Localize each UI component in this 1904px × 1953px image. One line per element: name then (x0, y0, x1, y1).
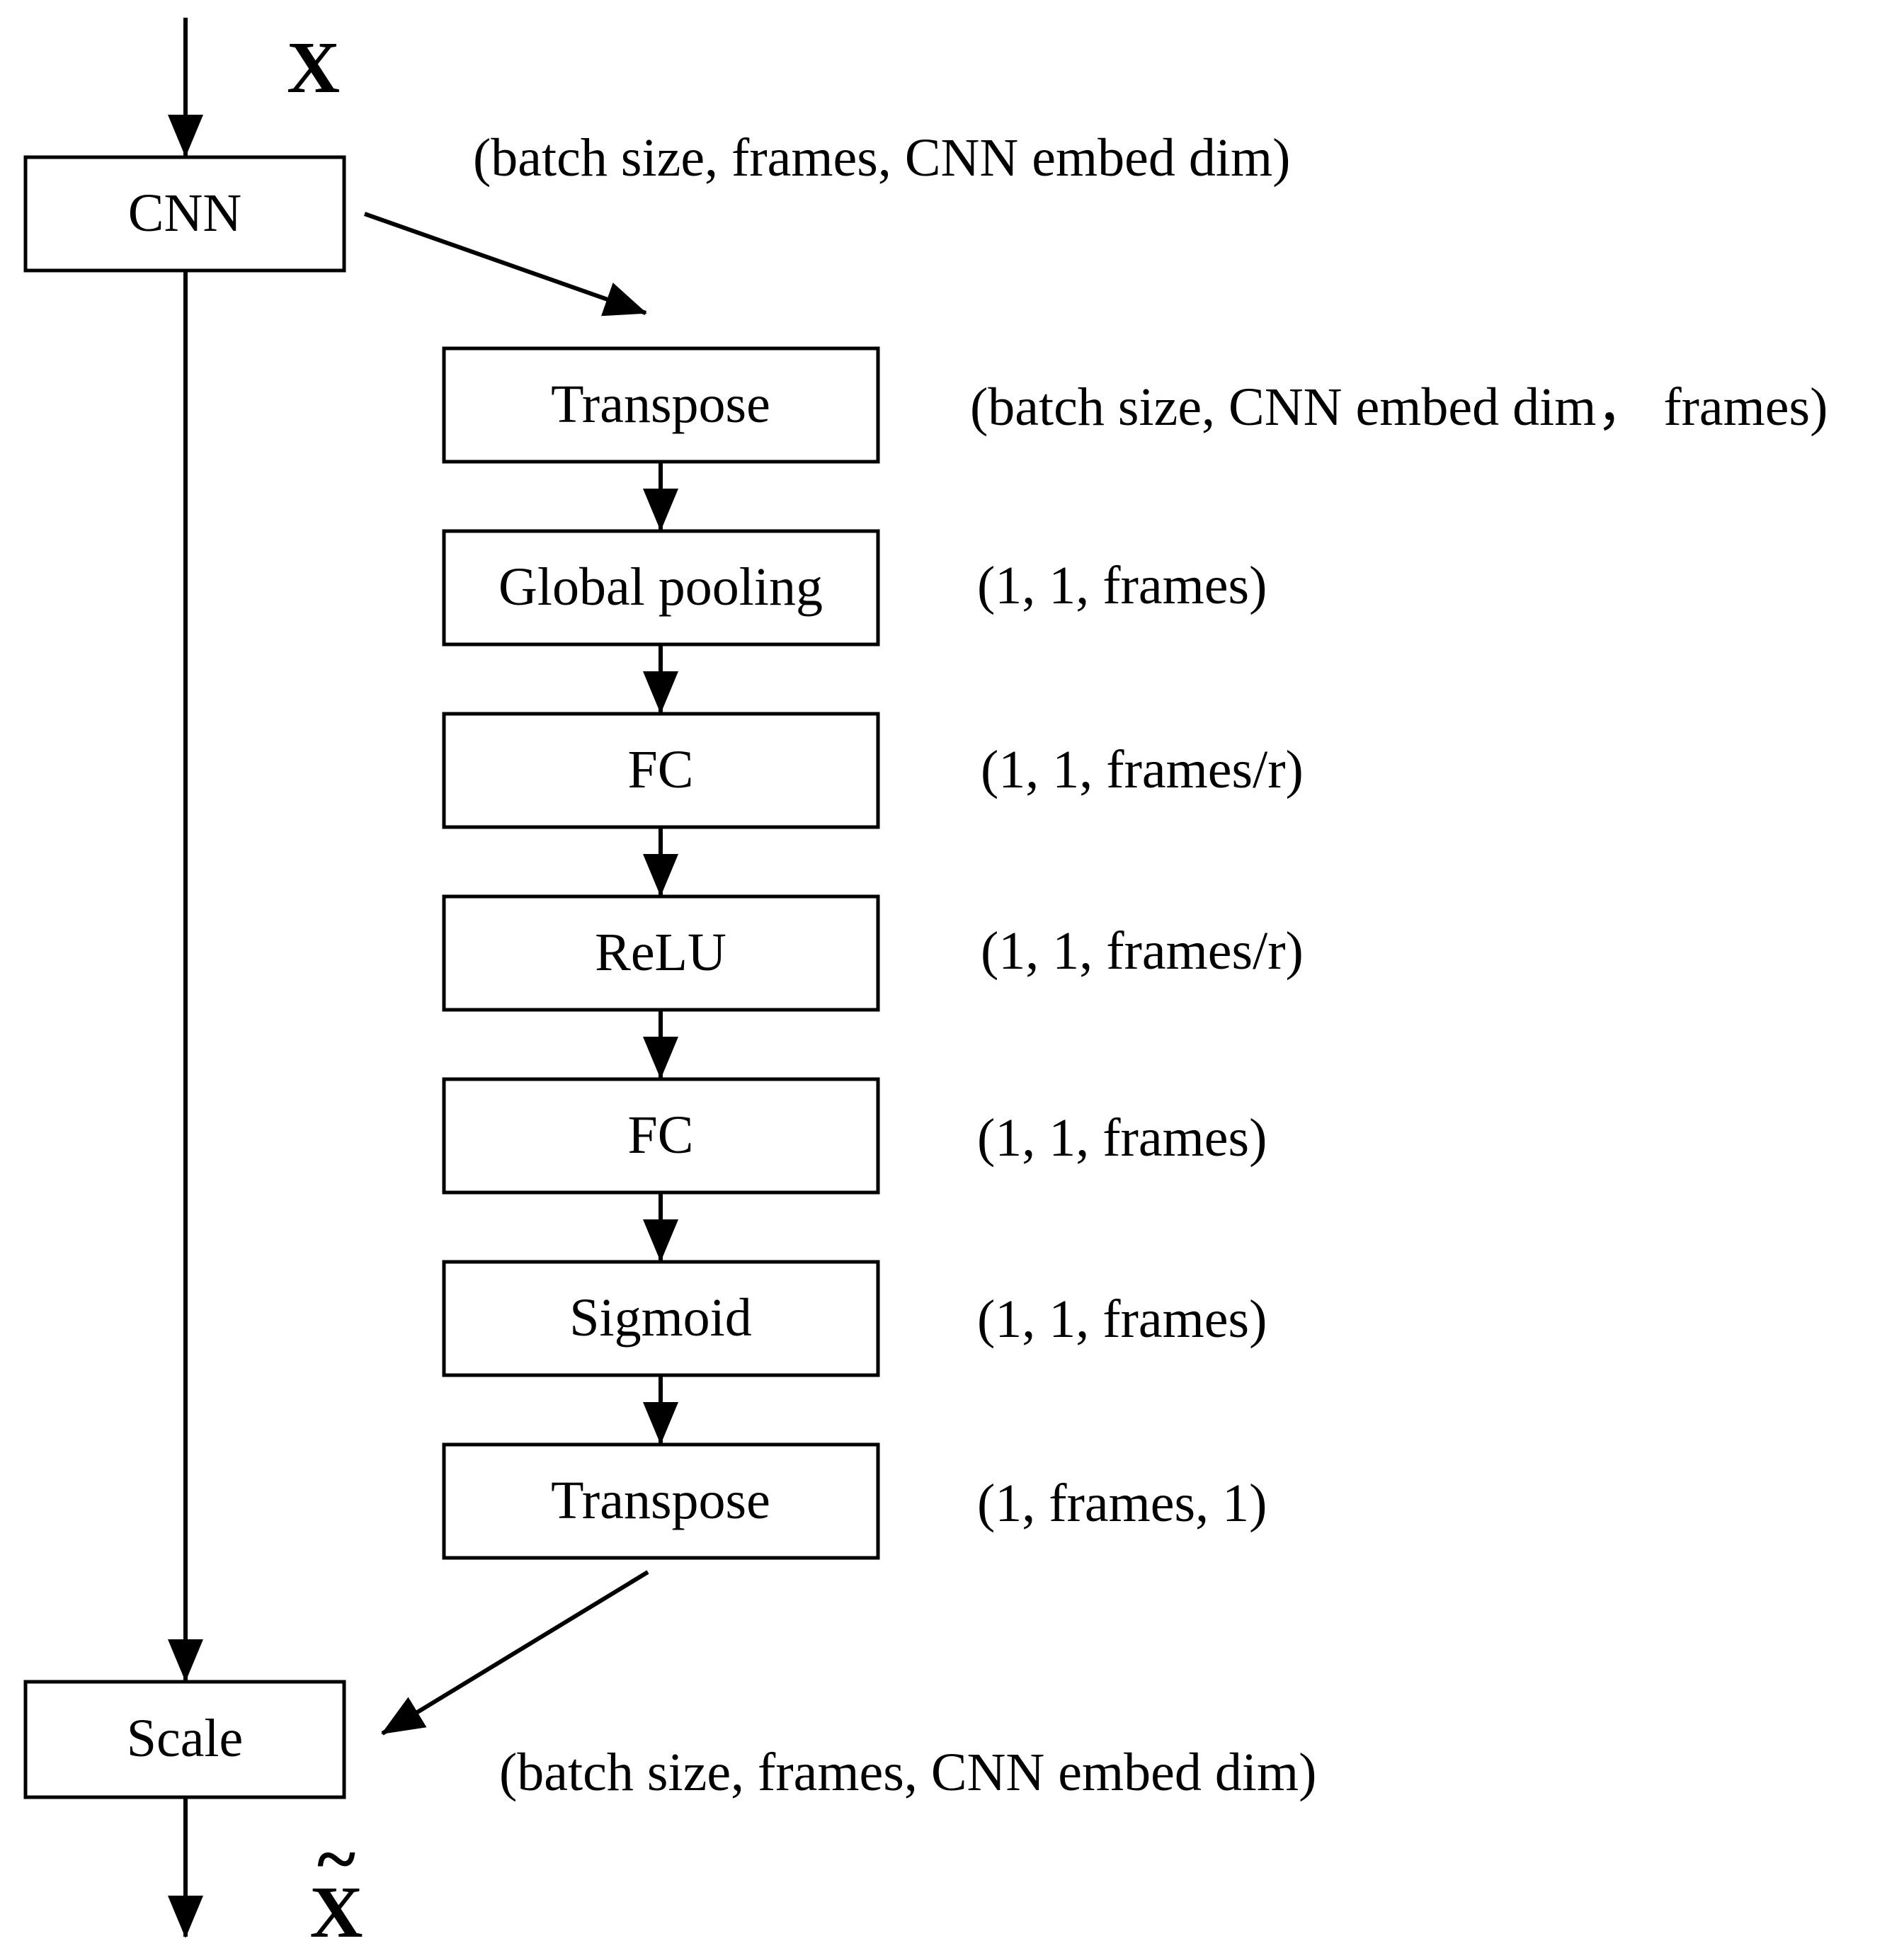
cnn-to-transpose-arrow (364, 212, 647, 317)
fc-1-dims: (1, 1, frames/r) (981, 740, 1304, 799)
fc-2-label: FC (628, 1105, 694, 1165)
transpose-2-dims: (1, frames, 1) (977, 1474, 1267, 1533)
relu-label: ReLU (595, 923, 726, 982)
fc-1-label: FC (628, 740, 694, 799)
scale-out-dims: (batch size, frames, CNN embed dim) (499, 1743, 1316, 1802)
relu-dims: (1, 1, frames/r) (981, 921, 1304, 981)
sigmoid-label: Sigmoid (569, 1288, 752, 1348)
transpose-2-label: Transpose (551, 1471, 770, 1530)
sigmoid-box (442, 1260, 880, 1377)
global-pooling-box (442, 529, 880, 647)
fc-2-box (442, 1077, 880, 1195)
scale-label: Scale (127, 1709, 244, 1768)
fc-1-box (442, 712, 880, 829)
output-accent: ~ (317, 1818, 355, 1900)
transpose-1-dims: (batch size, CNN embed dim， frames) (970, 377, 1828, 437)
output-label: X (309, 1872, 363, 1953)
global-pooling-dims: (1, 1, frames) (977, 556, 1267, 615)
global-pooling-label: Global pooling (498, 557, 823, 617)
transpose-1-label: Transpose (551, 375, 770, 434)
cnn-out-dims: (batch size, frames, CNN embed dim) (473, 128, 1290, 188)
sigmoid-dims: (1, 1, frames) (977, 1289, 1267, 1349)
fc-2-dims: (1, 1, frames) (977, 1108, 1267, 1168)
transpose-1-box (442, 346, 880, 464)
cnn-label: CNN (128, 183, 241, 243)
transpose-2-box (442, 1442, 880, 1560)
relu-box (442, 894, 880, 1012)
transpose2-to-scale-arrow (381, 1570, 649, 1736)
input-label: X (287, 27, 340, 108)
